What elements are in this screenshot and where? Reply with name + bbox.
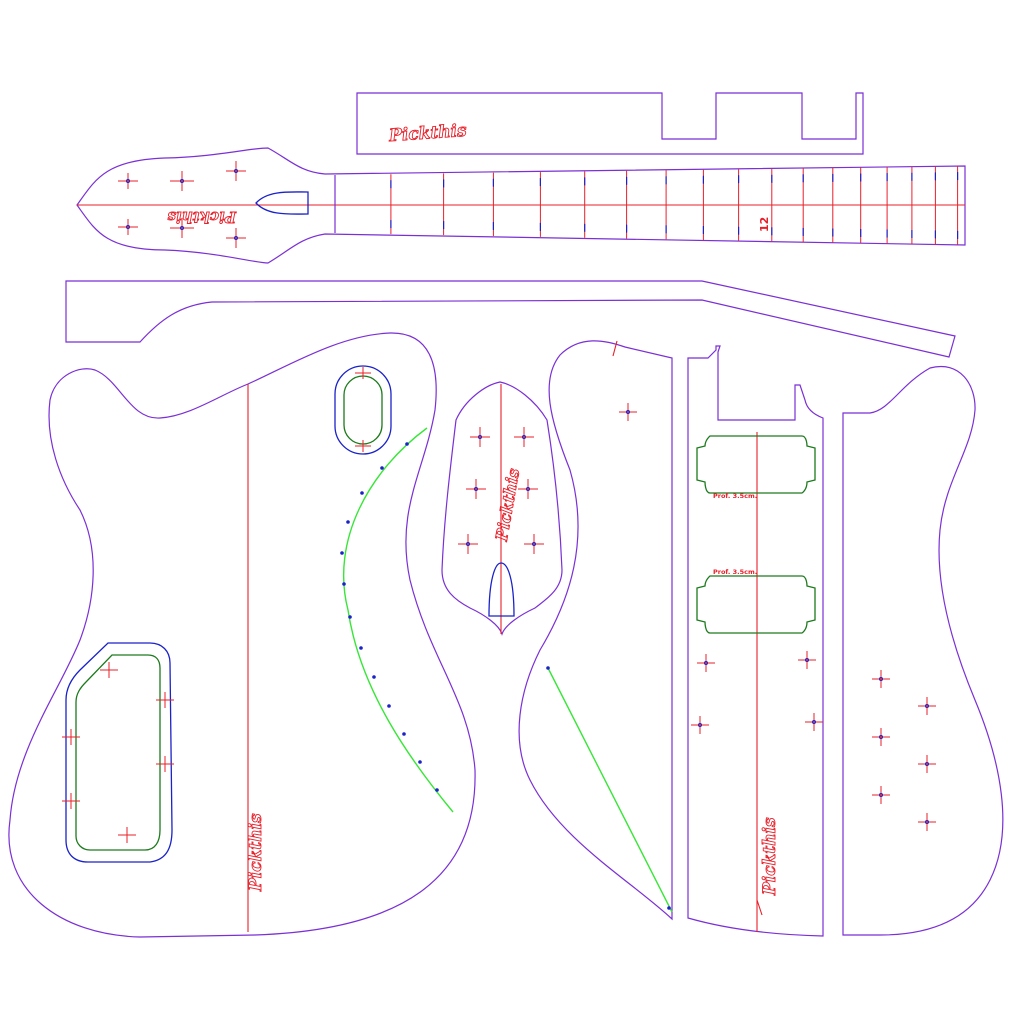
neck-template: 12 Pickthis (76, 147, 966, 264)
truss-rod-access (255, 191, 309, 215)
tuner-hole-mark (118, 219, 138, 235)
carve-line (547, 667, 673, 913)
control-knob-mark (918, 697, 936, 715)
control-knob-mark (872, 728, 890, 746)
pot-mark (156, 756, 174, 772)
bridge-post-mark (697, 654, 715, 672)
body-logo: Pickthis (246, 813, 266, 892)
neck-side-profile (65, 280, 956, 358)
tuner-hole-mark (170, 218, 194, 238)
fret-lines (390, 166, 959, 245)
control-knob-mark (872, 786, 890, 804)
control-cavity-inner (75, 654, 161, 851)
tuner-hole-mark (466, 479, 486, 499)
truss-rod-cutout (488, 562, 515, 617)
tuner-hole-mark (524, 534, 544, 554)
headstock-overlay-logo: Pickthis (492, 467, 524, 543)
pot-mark (118, 827, 136, 843)
bridge-pickup-cavity (696, 575, 816, 634)
tuner-hole-mark (118, 173, 138, 189)
pot-mark (62, 793, 80, 809)
jack-cavity-outer (334, 365, 392, 455)
pickup-depth-label-1: Prof. 3.5cm. (713, 492, 757, 500)
headstock-logo: Pickthis (167, 208, 237, 226)
tailpiece-mark (691, 716, 709, 734)
pot-mark (156, 692, 174, 708)
control-knob-mark (918, 813, 936, 831)
left-body-wing: Pickthis (8, 332, 476, 938)
right-body-wing (842, 365, 1004, 936)
control-knob-mark (872, 670, 890, 688)
tuner-hole-mark (226, 161, 246, 181)
center-body-block: Prof. 3.5cm. Prof. 3.5cm. Pickthis (687, 345, 824, 937)
fret-12-marker: 12 (758, 217, 771, 232)
tuner-hole-mark (470, 427, 490, 447)
pot-mark (62, 729, 80, 745)
tuner-hole-mark (170, 171, 194, 191)
tuner-hole-mark (518, 479, 538, 499)
bridge-post-mark (798, 651, 816, 669)
tuner-hole-mark (226, 228, 246, 248)
pickup-depth-label-2: Prof. 3.5cm. (713, 568, 757, 576)
jack-mark (355, 440, 371, 452)
fretboard-template: Pickthis (356, 92, 864, 155)
control-cavity-outer (65, 642, 173, 863)
tuner-hole-mark (514, 427, 534, 447)
strap-button-mark (619, 403, 637, 421)
jack-mark (355, 367, 371, 379)
jack-cavity-inner (343, 375, 383, 445)
block-logo: Pickthis (760, 817, 780, 896)
right-body-side (518, 340, 673, 921)
brand-logo: Pickthis (387, 121, 467, 146)
tailpiece-mark (805, 713, 823, 731)
tuner-hole-mark (458, 534, 478, 554)
carve-line (343, 427, 454, 813)
neck-pickup-cavity (696, 435, 816, 494)
pot-mark (100, 662, 118, 678)
carve-line-points (340, 442, 439, 792)
control-knob-mark (918, 755, 936, 773)
headstock-overlay: Pickthis (441, 381, 563, 636)
